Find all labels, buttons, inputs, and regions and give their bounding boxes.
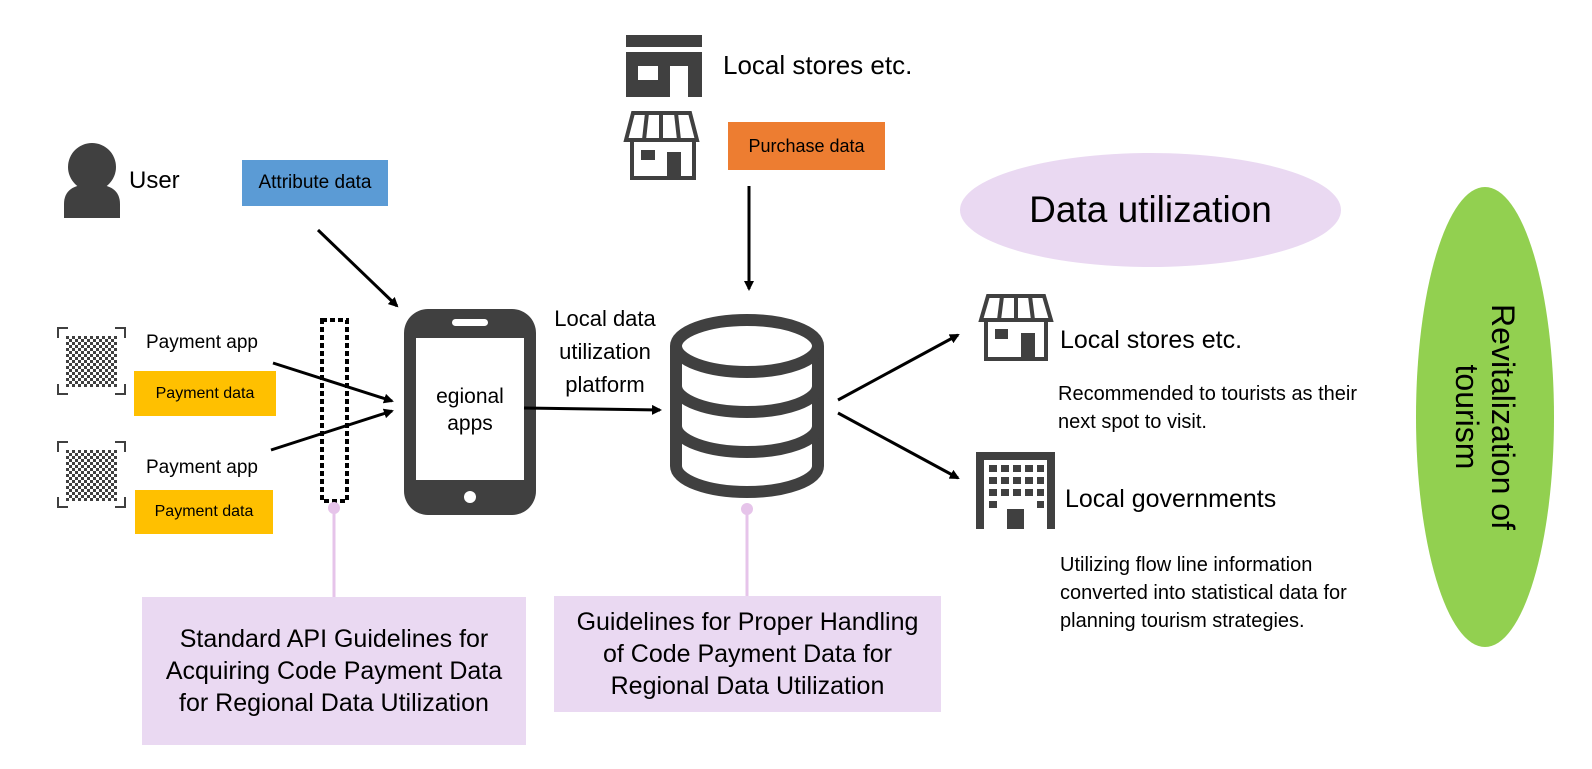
shop-icon-right [978,294,1054,361]
qr-code-icon [57,441,126,508]
regional-apps-line: egional [436,385,504,408]
qr-code-icon [57,327,126,395]
regional-apps-line: apps [447,412,493,435]
arrow-platform-to-government [837,411,960,480]
government-desc-line: planning tourism strategies. [1060,610,1305,632]
platform-label-line: utilization [559,339,651,364]
platform-label-line: Local data [554,306,656,331]
arrow-apps-to-platform [523,404,662,415]
api-boundary [320,318,349,503]
government-desc-line: Utilizing flow line information [1060,554,1313,576]
api-guidelines-line: for Regional Data Utilization [179,689,489,717]
platform-label: Local data utilization platform [530,302,680,401]
handling-guidelines-box: Guidelines for Proper Handling of Code P… [554,596,941,712]
platform-label-line: platform [565,372,645,397]
data-utilization-ellipse: Data utilization [960,153,1341,267]
shop-icon-purchase [623,111,700,180]
arrow-payment-2-to-apps [270,408,394,452]
regional-apps-label: egional apps [416,383,524,437]
smartphone-icon [404,309,536,515]
government-building-icon [976,452,1055,529]
user-label: User [129,167,180,194]
connector-handling-guidelines [741,503,753,598]
revitalization-line: tourism [1449,364,1486,470]
store-icon-top [626,35,702,97]
arrow-attribute-to-apps [316,228,399,308]
handling-guidelines-line: of Code Payment Data for [602,640,893,668]
right-store-description: Recommended to tourists as their next sp… [1058,380,1357,436]
payment-data-tag: Payment data [134,371,276,416]
data-utilization-label: Data utilization [1029,189,1272,230]
user-icon [64,143,120,218]
right-store-label: Local stores etc. [1060,326,1243,354]
right-store-desc-line: next spot to visit. [1058,411,1207,433]
revitalization-line: Revitalization of [1485,304,1522,530]
top-store-label: Local stores etc. [723,50,913,80]
right-store-desc-line: Recommended to tourists as their [1058,383,1358,405]
api-guidelines-line: Standard API Guidelines for [179,625,489,653]
handling-guidelines-line: Guidelines for Proper Handling [576,608,919,636]
payment-app-label: Payment app [146,332,258,353]
connector-api-guidelines [328,502,340,598]
government-label: Local governments [1065,485,1277,513]
payment-app-label: Payment app [146,457,258,478]
revitalization-ellipse: Revitalization of tourism [1416,187,1554,647]
handling-guidelines-line: Regional Data Utilization [610,672,885,700]
revitalization-label: Revitalization of tourism [1449,304,1521,530]
government-description: Utilizing flow line information converte… [1060,551,1347,635]
database-icon [670,314,824,498]
arrow-payment-1-to-apps [272,361,394,404]
api-guidelines-line: Acquiring Code Payment Data [165,657,503,685]
flow-arrows [270,186,960,480]
attribute-data-tag: Attribute data [242,160,388,206]
government-desc-line: converted into statistical data for [1060,582,1347,604]
purchase-data-tag: Purchase data [728,122,885,170]
payment-data-tag: Payment data [135,490,273,534]
api-guidelines-box: Standard API Guidelines for Acquiring Co… [142,597,526,745]
arrow-platform-to-stores [837,333,960,402]
